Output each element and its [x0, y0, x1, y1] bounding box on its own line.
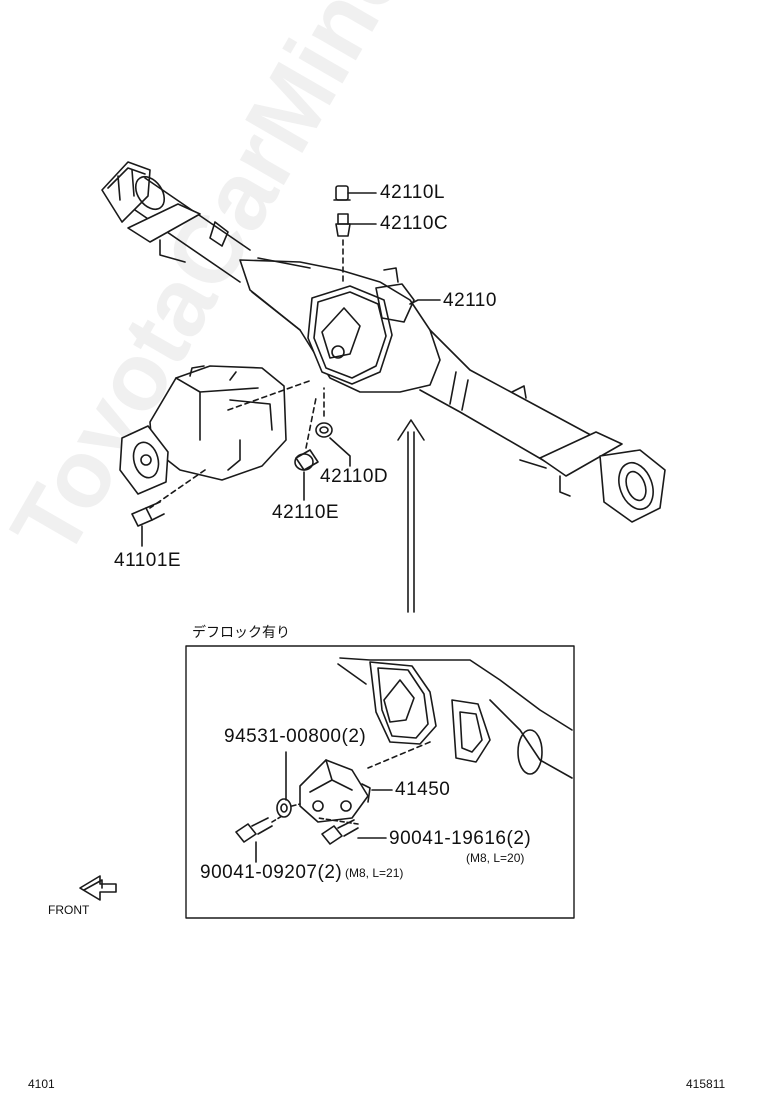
gasket-washer: [276, 798, 292, 818]
front-label: FRONT: [48, 903, 90, 917]
part-label-42110E[interactable]: 42110E: [272, 502, 340, 523]
direction-arrow: [397, 419, 425, 613]
part-label-90041-09207[interactable]: 90041-09207(2): [200, 862, 343, 883]
footer-figure-number: 4101: [28, 1077, 55, 1091]
part-label-42110D[interactable]: 42110D: [320, 466, 389, 487]
part-label-41101E[interactable]: 41101E: [114, 550, 182, 571]
drain-plug-parts: [294, 422, 333, 471]
inset-housing: [337, 657, 573, 779]
part-label-41450[interactable]: 41450: [395, 779, 451, 800]
part-label-42110[interactable]: 42110: [443, 290, 497, 311]
inset-caption: デフロック有り: [192, 624, 290, 640]
differential-carrier: [119, 365, 287, 495]
front-arrow-icon: [79, 875, 117, 901]
part-label-42110C[interactable]: 42110C: [380, 213, 449, 234]
part-spec-90041-19616: (M8, L=20): [466, 851, 525, 865]
part-spec-90041-09207: (M8, L=21): [345, 866, 404, 880]
footer-illustration-number: 415811: [686, 1077, 726, 1091]
part-label-90041-19616[interactable]: 90041-19616(2): [389, 828, 532, 849]
inset-bolts: [235, 817, 359, 845]
part-label-94531-00800[interactable]: 94531-00800(2): [224, 726, 367, 747]
part-label-42110L[interactable]: 42110L: [380, 182, 445, 203]
bolt-41101E: [131, 501, 165, 527]
axle-housing: [101, 161, 666, 523]
diff-lock-actuator: [299, 759, 371, 823]
